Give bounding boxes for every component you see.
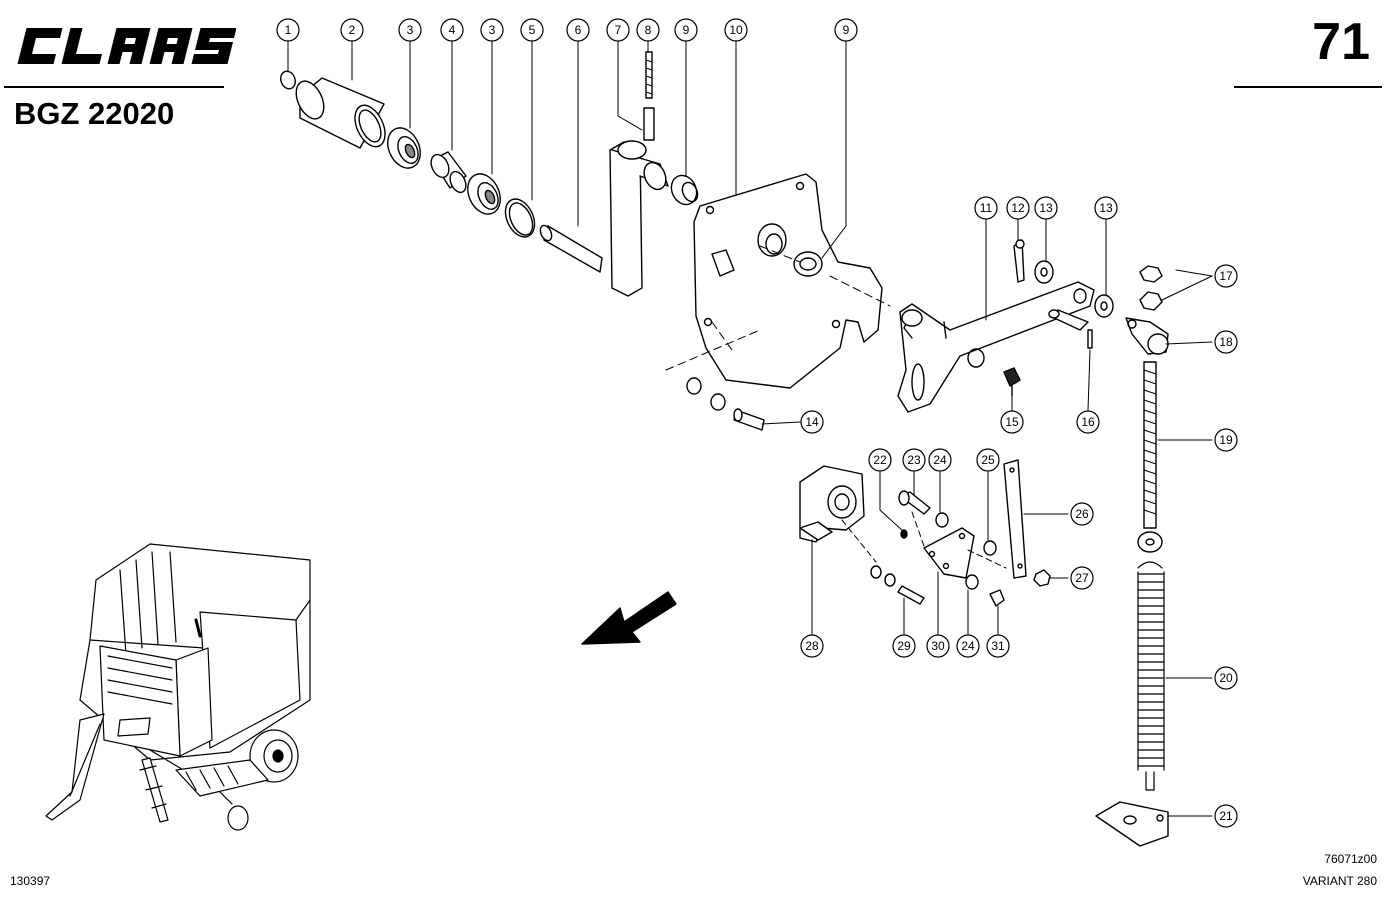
callout-label: 19 <box>1219 433 1233 447</box>
callout-label: 17 <box>1219 269 1233 283</box>
part-3-ball-bearing-b <box>467 173 501 215</box>
callout-label: 23 <box>907 453 921 467</box>
part-9-bushing-b <box>793 251 823 277</box>
part-23-bolt <box>898 490 931 515</box>
part-27-nut <box>1033 569 1051 587</box>
round-baler-illustration <box>45 543 311 831</box>
part-16-cotter-pin <box>1087 329 1093 349</box>
callout-label: 31 <box>991 639 1005 653</box>
part-3-ball-bearing-a <box>387 127 421 169</box>
callout-label: 13 <box>1039 201 1053 215</box>
callout-label: 21 <box>1219 809 1233 823</box>
part-13-washer-b <box>1094 294 1114 318</box>
callout-label: 15 <box>1005 415 1019 429</box>
callout-label: 4 <box>449 23 456 37</box>
callout-label: 13 <box>1099 201 1113 215</box>
callout-label: 27 <box>1075 571 1089 585</box>
group-code: BGZ 22020 <box>14 96 175 131</box>
part-8-spring-pin <box>645 51 653 99</box>
callout-label: 5 <box>529 23 536 37</box>
part-11-lever-arm <box>897 281 1095 413</box>
callout-label: 12 <box>1011 201 1025 215</box>
part-4-spacer-tube <box>430 151 467 194</box>
lever-pin <box>1048 309 1089 331</box>
part-6-crank-arm-shaft <box>539 140 669 297</box>
callout-label: 8 <box>645 23 652 37</box>
callout-label: 25 <box>981 453 995 467</box>
page-number: 71 <box>1312 13 1370 71</box>
header-rule-right <box>1234 86 1382 88</box>
model-name: VARIANT 280 <box>1302 874 1377 888</box>
part-20-tension-spring <box>1137 561 1165 791</box>
part-29-bolt-washers <box>870 565 925 605</box>
callout-label: 7 <box>615 23 622 37</box>
part-17-nuts <box>1139 265 1163 311</box>
callout-label: 18 <box>1219 335 1233 349</box>
callout-label: 24 <box>933 453 947 467</box>
claas-logo-mark <box>17 28 236 64</box>
callout-label: 29 <box>897 639 911 653</box>
callout-label: 3 <box>407 23 414 37</box>
date-code: 130397 <box>10 874 51 888</box>
header-rule-left <box>4 86 224 88</box>
callout-label: 11 <box>980 201 993 215</box>
part-1-circlip <box>280 70 296 90</box>
callout-label: 6 <box>575 23 582 37</box>
part-25-washer <box>983 540 997 556</box>
part-5-retaining-ring <box>504 198 536 238</box>
callout-label: 10 <box>729 23 743 37</box>
part-21-spring-bracket <box>1095 801 1169 847</box>
callout-label: 2 <box>349 23 356 37</box>
drawing-number: 76071z00 <box>1324 852 1377 866</box>
part-24-washer-b <box>965 574 979 590</box>
part-24-washer-a <box>935 512 949 528</box>
claas-logo <box>14 22 236 70</box>
part-30-plate <box>923 527 975 579</box>
callout-label: 9 <box>683 23 690 37</box>
part-12-split-pin <box>1013 239 1025 283</box>
callout-label: 22 <box>873 453 887 467</box>
callout-label: 20 <box>1219 671 1233 685</box>
part-26-link-strip <box>1003 459 1027 579</box>
callout-label: 14 <box>805 415 819 429</box>
callout-label: 26 <box>1075 507 1089 521</box>
callout-label: 30 <box>931 639 945 653</box>
part-13-washer-a <box>1034 260 1054 284</box>
part-19-threaded-eye-rod <box>1137 361 1163 553</box>
part-10-mounting-plate <box>693 173 883 389</box>
part-9-bushing-a <box>670 174 699 206</box>
callout-label: 24 <box>961 639 975 653</box>
part-18-swivel-joint <box>1125 317 1169 355</box>
part-31-bolt <box>989 589 1005 607</box>
callout-label: 16 <box>1081 415 1095 429</box>
part-15-grease-nipple <box>1003 367 1021 397</box>
part-22-spring-washer <box>900 529 908 539</box>
callout-label: 28 <box>805 639 819 653</box>
part-7-roll-pin <box>643 107 655 141</box>
callout-label: 1 <box>285 23 292 37</box>
callout-label: 9 <box>843 23 850 37</box>
direction-arrow <box>581 591 677 645</box>
part-2-bushing-sleeve <box>295 77 386 149</box>
part-28-pivot-bracket <box>799 465 865 543</box>
callout-label: 3 <box>489 23 496 37</box>
part-14-bolt-washers <box>686 377 765 431</box>
